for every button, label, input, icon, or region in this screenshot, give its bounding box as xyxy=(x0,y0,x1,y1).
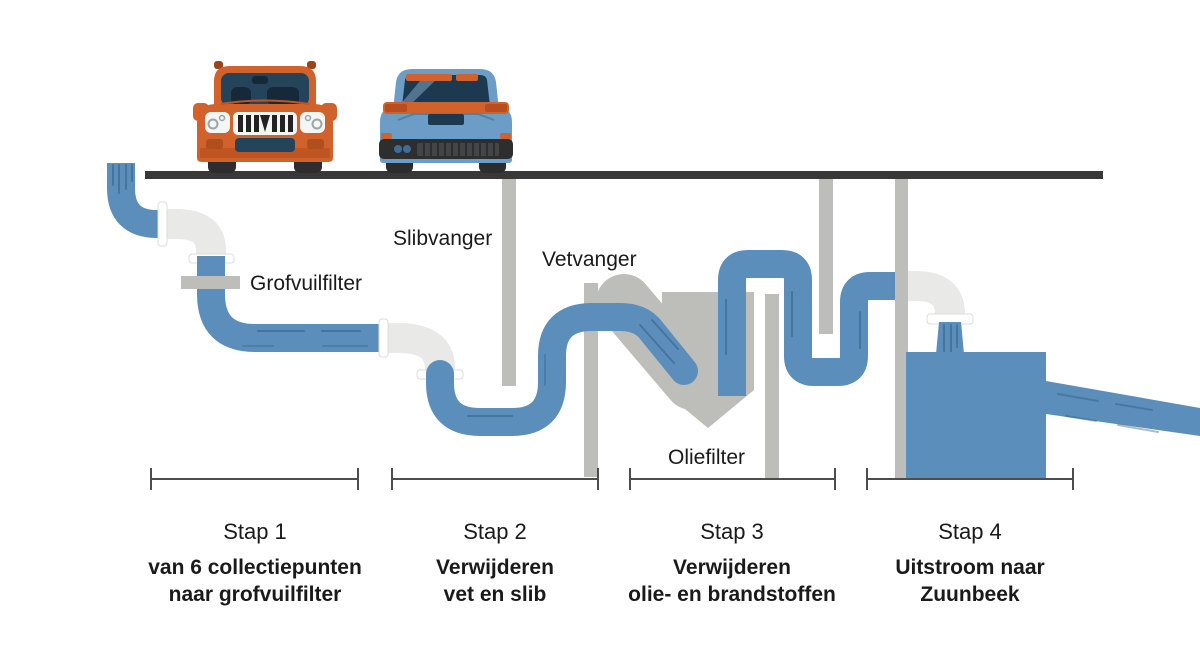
step2-desc-line1: Verwijderen xyxy=(436,556,554,579)
flange xyxy=(378,318,389,358)
inflow-water-streaks xyxy=(112,164,133,194)
short-drain-pipe xyxy=(819,178,833,334)
step1-bracket xyxy=(150,468,359,490)
exhaust-dot xyxy=(403,145,411,153)
s-pipe xyxy=(426,303,698,436)
taillight xyxy=(385,104,407,112)
rearview-mirror xyxy=(252,76,268,84)
headlight-ring xyxy=(207,118,219,130)
headlight-ring xyxy=(311,118,323,130)
car-front-orange xyxy=(193,61,337,173)
lower-grille xyxy=(235,138,295,152)
roof-rail xyxy=(214,61,223,69)
trap-pipe xyxy=(718,250,902,396)
bumper-grille-slats xyxy=(423,143,495,156)
step-texts: Stap 1 van 6 collectiepunten naar grofvu… xyxy=(148,519,1044,606)
grofvuilfilter-label: Grofvuilfilter xyxy=(250,272,362,295)
flange xyxy=(157,201,168,247)
pipe-water-streaks xyxy=(725,291,861,355)
inflow-pipe xyxy=(107,163,163,238)
outflow-basin xyxy=(906,352,1046,478)
step4-desc-line2: Zuunbeek xyxy=(920,583,1019,606)
taillight-band xyxy=(383,102,509,114)
slibvanger-pipe xyxy=(502,178,516,386)
grille-slats xyxy=(238,115,293,132)
step3-desc-line1: Verwijderen xyxy=(673,556,791,579)
step3-name: Stap 3 xyxy=(700,519,764,544)
long-drain-pipe xyxy=(895,178,908,478)
headlight-ring xyxy=(304,114,312,122)
road xyxy=(145,171,1103,179)
window-reflection xyxy=(399,75,441,106)
headlight-ring xyxy=(218,114,226,122)
taillight xyxy=(485,104,507,112)
step4-name: Stap 4 xyxy=(938,519,1002,544)
hood-line xyxy=(220,99,310,105)
step4-desc-line1: Uitstroom naar xyxy=(895,556,1044,579)
license-plate xyxy=(428,114,464,125)
step1-desc-line1: van 6 collectiepunten xyxy=(148,556,362,579)
grille-emblem xyxy=(260,115,270,132)
funnel-side-pipe xyxy=(765,294,779,480)
roof-rail xyxy=(307,61,316,69)
reflector xyxy=(381,133,392,139)
roof-spoiler-stripe xyxy=(406,74,452,81)
slibvanger-label: Slibvanger xyxy=(393,227,492,250)
step4-bracket xyxy=(866,468,1074,490)
car-rear-blue xyxy=(379,69,513,173)
stream-streaks xyxy=(1057,393,1159,433)
step3-desc-line2: olie- en brandstoffen xyxy=(628,583,836,606)
fog-light xyxy=(206,139,223,149)
step3-bracket xyxy=(629,468,836,490)
roof-spoiler-stripe xyxy=(456,74,478,81)
step2-desc-line2: vet en slib xyxy=(444,583,547,606)
reflector xyxy=(500,133,511,139)
step-brackets xyxy=(150,468,1074,490)
outflow-stream xyxy=(1046,381,1200,436)
pipe-water-streaks xyxy=(639,319,679,364)
grofvuilfilter-bar xyxy=(181,276,240,289)
step2-name: Stap 2 xyxy=(463,519,527,544)
step2-bracket xyxy=(391,468,599,490)
pouring-water-streaks xyxy=(943,324,958,354)
vetvanger-label: Vetvanger xyxy=(542,248,637,271)
step1-desc-line2: naar grofvuilfilter xyxy=(169,583,342,606)
vetvanger-pipe xyxy=(584,283,598,477)
step1-name: Stap 1 xyxy=(223,519,287,544)
white-elbow-1 xyxy=(162,209,226,259)
grofvuil-pipe xyxy=(197,256,386,352)
bumper-shadow xyxy=(200,148,330,158)
exhaust-dot xyxy=(394,145,402,153)
fog-light xyxy=(307,139,324,149)
oliefilter-label: Oliefilter xyxy=(668,446,745,469)
